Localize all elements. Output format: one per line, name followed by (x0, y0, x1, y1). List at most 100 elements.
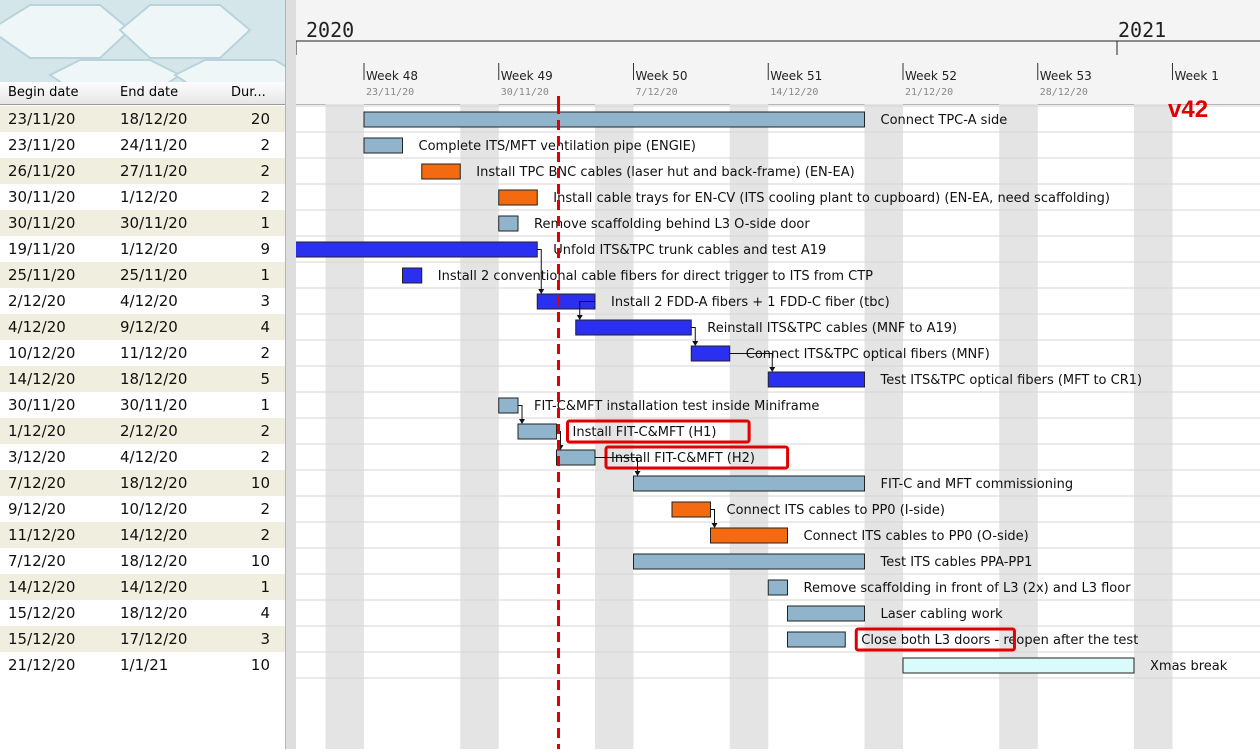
end-date-cell: 25/11/20 (120, 266, 188, 284)
pane-splitter[interactable] (285, 0, 296, 749)
begin-date-cell: 23/11/20 (8, 136, 76, 154)
begin-date-cell: 2/12/20 (8, 292, 66, 310)
end-date-cell: 27/11/20 (120, 162, 188, 180)
task-bar[interactable] (633, 553, 865, 570)
dependency-arrow (769, 367, 776, 372)
task-label[interactable]: Test ITS&TPC optical fibers (MFT to CR1) (880, 373, 1143, 388)
week-date: 30/11/20 (501, 87, 549, 98)
task-label[interactable]: Unfold ITS&TPC trunk cables and test A19 (553, 243, 826, 258)
task-bar[interactable] (575, 319, 692, 336)
task-label[interactable]: Complete ITS/MFT ventilation pipe (ENGIE… (419, 139, 696, 154)
task-bar[interactable] (556, 449, 596, 466)
task-bar[interactable] (498, 189, 538, 206)
duration-cell: 1 (260, 266, 270, 284)
task-label[interactable]: Laser cabling work (881, 607, 1004, 622)
column-header-duration[interactable]: Dur... (231, 85, 266, 100)
task-bar[interactable] (671, 501, 711, 518)
dependency-arrow (634, 471, 641, 476)
weekend-column (460, 104, 499, 749)
task-bar[interactable] (402, 267, 423, 284)
task-bar[interactable] (767, 579, 788, 596)
task-bar[interactable] (363, 111, 865, 128)
task-bar[interactable] (710, 527, 788, 544)
task-label[interactable]: Install TPC BNC cables (laser hut and ba… (476, 165, 854, 180)
task-bar[interactable] (787, 605, 865, 622)
task-label[interactable]: FIT-C&MFT installation test inside Minif… (534, 399, 819, 414)
task-label[interactable]: FIT-C and MFT commissioning (881, 477, 1074, 492)
end-date-cell: 1/12/20 (120, 240, 178, 258)
task-bar[interactable] (902, 657, 1135, 674)
task-bar[interactable] (633, 475, 865, 492)
begin-date-cell: 19/11/20 (8, 240, 76, 258)
dependency-line (729, 353, 773, 368)
end-date-cell: 30/11/20 (120, 214, 188, 232)
task-bar[interactable] (363, 137, 403, 154)
task-bar[interactable] (286, 241, 538, 258)
task-label[interactable]: Close both L3 doors - reopen after the t… (861, 633, 1138, 648)
task-label[interactable]: Connect TPC-A side (881, 113, 1008, 128)
begin-date-cell: 9/12/20 (8, 500, 66, 518)
dependency-arrow (711, 523, 718, 528)
task-bar[interactable] (690, 345, 731, 362)
task-label[interactable]: Connect ITS&TPC optical fibers (MNF) (746, 347, 990, 362)
task-bar[interactable] (498, 215, 519, 232)
end-date-cell: 30/11/20 (120, 396, 188, 414)
end-date-cell: 4/12/20 (120, 292, 178, 310)
task-label[interactable]: Connect ITS cables to PP0 (O-side) (804, 529, 1029, 544)
table-row[interactable]: 25/11/20 25/11/20 1 (0, 262, 285, 288)
dependency-line (518, 405, 523, 420)
begin-date-cell: 25/11/20 (8, 266, 76, 284)
task-label[interactable]: Install cable trays for EN-CV (ITS cooli… (553, 191, 1110, 206)
task-label[interactable]: Remove scaffolding in front of L3 (2x) a… (804, 581, 1132, 596)
column-header-begin-date[interactable]: Begin date (8, 85, 79, 100)
begin-date-cell: 3/12/20 (8, 448, 66, 466)
task-bar[interactable] (498, 397, 519, 414)
task-label[interactable]: Test ITS cables PPA-PP1 (880, 555, 1033, 570)
column-header-end-date[interactable]: End date (120, 85, 179, 100)
task-bar[interactable] (767, 371, 865, 388)
year-label-2021: 2021 (1118, 18, 1167, 42)
duration-cell: 10 (250, 552, 270, 570)
task-label[interactable]: Connect ITS cables to PP0 (I-side) (727, 503, 946, 518)
task-label[interactable]: Install FIT-C&MFT (H2) (611, 451, 755, 466)
task-bar[interactable] (517, 423, 557, 440)
begin-date-cell: 26/11/20 (8, 162, 76, 180)
task-label[interactable]: Remove scaffolding behind L3 O-side door (534, 217, 810, 232)
task-label[interactable]: Install FIT-C&MFT (H1) (573, 425, 717, 440)
task-bar[interactable] (787, 631, 846, 648)
dependency-line (595, 457, 638, 472)
task-label[interactable]: Reinstall ITS&TPC cables (MNF to A19) (707, 321, 957, 336)
end-date-cell: 18/12/20 (120, 370, 188, 388)
task-label[interactable]: Xmas break (1150, 659, 1228, 674)
task-label[interactable]: Install 2 conventional cable fibers for … (438, 269, 873, 284)
begin-date-cell: 15/12/20 (8, 604, 76, 622)
task-bar[interactable] (421, 163, 461, 180)
version-label: v42 (1168, 96, 1209, 123)
dependency-arrow (576, 315, 583, 320)
task-label[interactable]: Install 2 FDD-A fibers + 1 FDD-C fiber (… (611, 295, 890, 310)
